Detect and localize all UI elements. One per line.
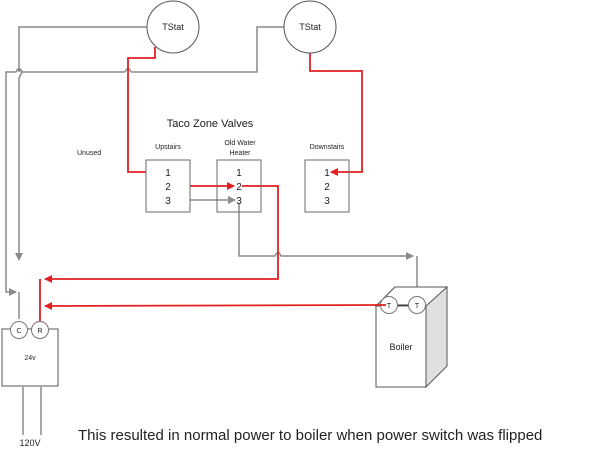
gray-wires bbox=[5, 26, 418, 435]
unused-label: Unused bbox=[77, 150, 101, 157]
zone-valve-label-line2: Heater bbox=[229, 150, 251, 157]
thermostat-2: TStat bbox=[283, 0, 337, 54]
zone-valve-downstairs: Downstairs 1 2 3 bbox=[304, 144, 350, 213]
terminal-3: 3 bbox=[165, 196, 171, 207]
terminal-1: 1 bbox=[324, 168, 330, 179]
terminal-3: 3 bbox=[236, 196, 242, 207]
terminal-1: 1 bbox=[236, 168, 242, 179]
terminal-2: 2 bbox=[324, 182, 330, 193]
wire-owh2-to-r bbox=[44, 185, 279, 283]
svg-text:R: R bbox=[37, 328, 42, 335]
wire-tstat2-to-c bbox=[5, 26, 285, 292]
wire-tstat2-to-downstairs1 bbox=[309, 50, 363, 176]
thermostat-1: TStat bbox=[146, 0, 200, 54]
wire-tstat1-to-upstairs1 bbox=[127, 47, 165, 176]
caption: This resulted in normal power to boiler … bbox=[78, 427, 542, 444]
terminal-1: 1 bbox=[165, 168, 171, 179]
terminal-2: 2 bbox=[236, 182, 242, 193]
zone-valve-label-line1: Old Water bbox=[224, 140, 256, 147]
svg-text:T: T bbox=[415, 303, 420, 310]
boiler: Boiler T T bbox=[374, 286, 449, 389]
thermostat-2-label: TStat bbox=[299, 22, 321, 32]
zone-valve-upstairs: Upstairs 1 2 3 bbox=[145, 144, 191, 213]
wire-owh3-to-boiler bbox=[238, 203, 414, 260]
thermostat-1-label: TStat bbox=[162, 22, 184, 32]
boiler-terminal-2: T bbox=[408, 296, 426, 314]
terminal-2: 2 bbox=[165, 182, 171, 193]
boiler-label: Boiler bbox=[389, 342, 412, 352]
terminal-c: C bbox=[10, 321, 28, 339]
terminal-3: 3 bbox=[324, 196, 330, 207]
svg-text:C: C bbox=[16, 328, 21, 335]
zone-valve-old-water-heater: Old Water Heater 1 2 3 bbox=[216, 140, 262, 213]
svg-text:T: T bbox=[387, 303, 392, 310]
input-voltage-label: 120V bbox=[19, 438, 40, 448]
transformer-label: 24v bbox=[24, 355, 36, 362]
red-wires bbox=[39, 47, 393, 321]
zone-valve-label: Upstairs bbox=[155, 144, 181, 151]
zone-valve-label: Downstairs bbox=[310, 144, 345, 151]
diagram-title: Taco Zone Valves bbox=[167, 118, 254, 130]
wire-boiler-to-r bbox=[44, 301, 393, 310]
terminal-r: R bbox=[31, 321, 49, 339]
wire-jump-left bbox=[15, 67, 23, 73]
transformer: 24v C R 120V bbox=[1, 321, 59, 448]
